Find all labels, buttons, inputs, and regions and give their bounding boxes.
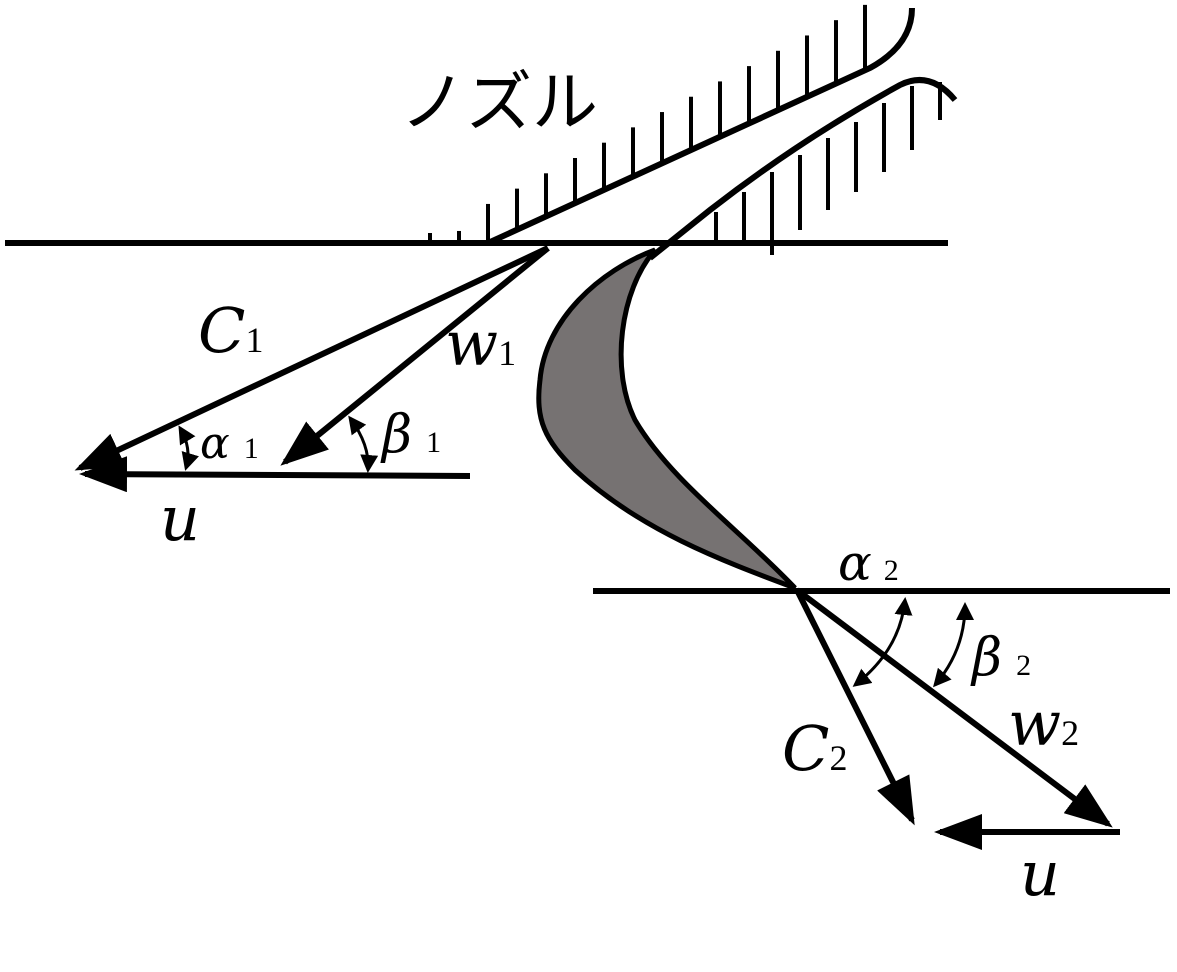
u1-label: u <box>160 482 200 555</box>
nozzle-label: ノズル <box>400 64 598 141</box>
c2-vector <box>794 588 915 826</box>
nozzle-lower-wall <box>648 77 958 261</box>
c1-vector <box>74 245 550 471</box>
alpha2-arc <box>852 597 913 687</box>
beta1-arc <box>348 415 379 473</box>
beta2-arc <box>933 602 974 688</box>
alpha1-arc <box>178 425 199 471</box>
w2-vector <box>795 587 1113 828</box>
nozzle-upper-wall <box>428 4 915 246</box>
turbine-blade <box>536 247 797 591</box>
u1-vector <box>79 456 471 493</box>
c1-label: C1 <box>198 294 263 367</box>
c2-label: C2 <box>782 712 847 785</box>
w2-label: w2 <box>1008 687 1079 760</box>
w1-label: w1 <box>445 307 516 380</box>
u2-label: u <box>1020 837 1060 910</box>
w1-vector <box>280 245 550 466</box>
